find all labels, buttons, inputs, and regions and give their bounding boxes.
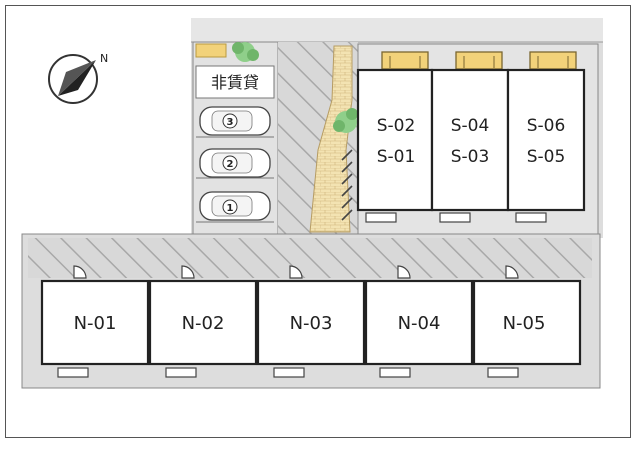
brick-path [309, 45, 353, 233]
north-label: N [100, 52, 108, 65]
entrance-step [273, 367, 305, 378]
north-unit-block [40, 279, 150, 366]
south-unit-block [356, 68, 434, 212]
unit-label-upper: S-06 [527, 116, 566, 136]
north-building: N-01 N-02 N-03 N-04 N-05 [40, 279, 582, 378]
tree-icon [333, 108, 358, 133]
unit-label: N-02 [182, 313, 225, 334]
upper-lot-top-strip [191, 18, 603, 42]
parking-space-number: 2 [227, 159, 234, 170]
north-unit-block [256, 279, 366, 366]
north-unit-block [472, 279, 582, 366]
entrance-step [57, 367, 89, 378]
unit-label-upper: S-04 [451, 116, 490, 136]
non-rental-label: 非賃貸 [211, 73, 259, 92]
unit-label: N-04 [398, 313, 441, 334]
unit-label-lower: S-05 [527, 147, 566, 167]
south-unit-block [506, 68, 586, 212]
parking-area: 非賃貸 3 2 1 [192, 41, 279, 238]
car-icon: 2 [199, 148, 271, 178]
entrance-step [379, 367, 411, 378]
planter [195, 43, 227, 58]
entrance-step [487, 367, 519, 378]
lower-driveway [28, 238, 592, 278]
north-unit-block [364, 279, 474, 366]
entrance-step [439, 212, 471, 223]
unit-label: N-03 [290, 313, 333, 334]
balcony [455, 51, 503, 70]
parking-space-number: 1 [227, 203, 234, 214]
south-building: S-02 S-01 S-04 S-03 S-06 S-05 [356, 43, 599, 235]
unit-label: N-05 [503, 313, 546, 334]
north-unit-block [148, 279, 258, 366]
non-rental-space [195, 65, 275, 99]
entrance-step [515, 212, 547, 223]
entrance-step [365, 212, 397, 223]
door-swing-icons [73, 265, 519, 279]
car-icon: 1 [199, 191, 271, 221]
balcony [529, 51, 577, 70]
north-compass: N [48, 52, 108, 104]
parking-space-number: 3 [227, 117, 234, 128]
entrance-step [165, 367, 197, 378]
car-icon: 3 [199, 106, 271, 136]
unit-label-upper: S-02 [377, 116, 416, 136]
south-unit-block [430, 68, 510, 212]
unit-label: N-01 [74, 313, 117, 334]
bike-rack [341, 149, 353, 221]
balcony [381, 51, 429, 70]
tree-icon [232, 42, 259, 62]
unit-label-lower: S-01 [377, 147, 416, 167]
unit-label-lower: S-03 [451, 147, 490, 167]
